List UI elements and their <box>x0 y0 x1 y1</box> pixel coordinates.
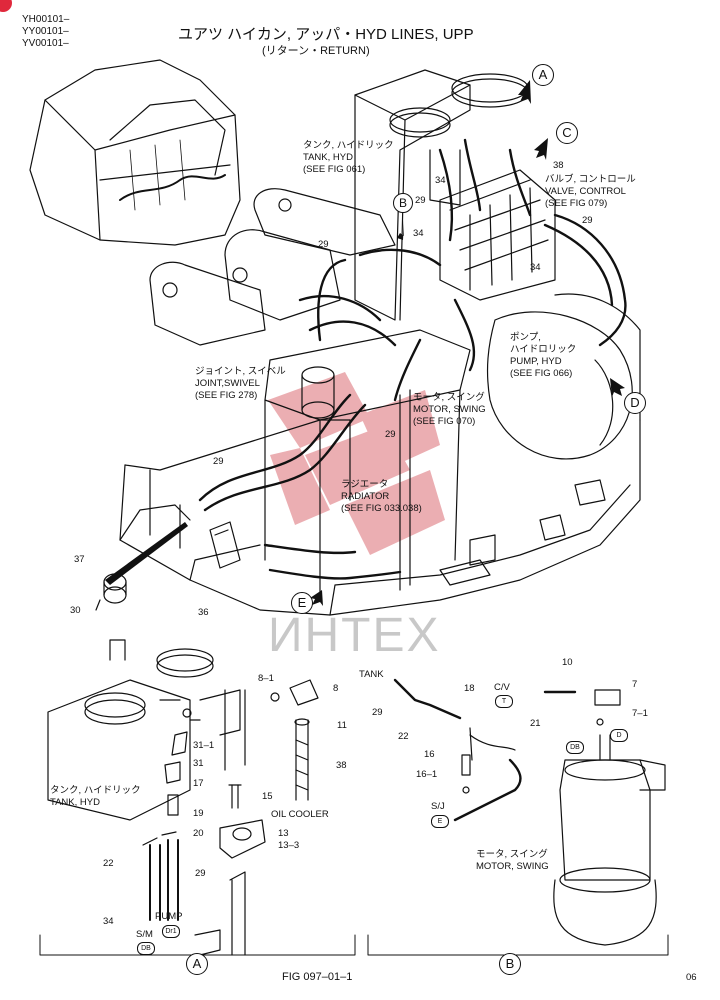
detail-b-part-21: 21 <box>530 718 541 729</box>
detail-a-oil-cooler-label: OIL COOLER <box>271 809 329 820</box>
callout-arrows-main <box>105 80 625 606</box>
detail-a-part-31: 31 <box>193 758 204 769</box>
detail-b-part-7: 7 <box>632 679 638 690</box>
detail-a-sm-code: DB <box>137 942 155 955</box>
detail-a-pump-label: PUMP <box>155 911 183 922</box>
corner-mark-icon <box>0 0 12 12</box>
caption-motor-ref: (SEE FIG 070) <box>413 416 476 427</box>
part-num-34-main-a: 34 <box>435 175 446 186</box>
caption-valve-jp: バルブ, コントロール <box>545 174 636 185</box>
caption-tank-hyd-en: TANK, HYD <box>303 152 353 163</box>
detail-a-part-13: 13 <box>278 828 289 839</box>
caption-motor-jp: モータ, スイング <box>413 392 485 403</box>
part-num-36-main: 36 <box>198 607 209 618</box>
view-callout-c: C <box>556 122 578 144</box>
caption-joint-ref: (SEE FIG 278) <box>195 390 258 401</box>
detail-b-motor-view <box>393 678 666 946</box>
detail-a-part-15: 15 <box>262 791 273 802</box>
detail-frame-right <box>367 934 669 956</box>
detail-a-callout: A <box>186 953 208 975</box>
caption-valve-ref: (SEE FIG 079) <box>545 198 608 209</box>
part-num-38-main: 38 <box>553 160 564 171</box>
detail-b-motor-jp: モータ, スイング <box>476 849 548 860</box>
detail-b-part-16: 16 <box>424 749 435 760</box>
serial-range-2: YY00101– <box>22 26 69 37</box>
detail-b-part-7-1: 7–1 <box>632 708 648 719</box>
detail-a-pump-code: Dr1 <box>162 925 180 938</box>
view-callout-e: E <box>291 592 313 614</box>
caption-valve-en: VALVE, CONTROL <box>545 186 626 197</box>
hydraulic-hoses-main <box>198 138 627 580</box>
watermark-text: ИНТЕХ <box>268 609 441 662</box>
detail-a-part-29: 29 <box>195 868 206 879</box>
detail-a-part-34: 34 <box>103 916 114 927</box>
detail-b-e-code: E <box>431 815 449 828</box>
detail-b-part-10: 10 <box>562 657 573 668</box>
detail-b-part-29: 29 <box>372 707 383 718</box>
detail-b-tank-label: TANK <box>359 669 384 680</box>
view-callout-a: A <box>532 64 554 86</box>
detail-a-part-20: 20 <box>193 828 204 839</box>
detail-b-cv-code: T <box>495 695 513 708</box>
part-num-30-main: 30 <box>70 605 81 616</box>
detail-a-part-19: 19 <box>193 808 204 819</box>
detail-a-part-17: 17 <box>193 778 204 789</box>
detail-a-part-38: 38 <box>336 760 347 771</box>
serial-range-1: YH00101– <box>22 14 70 25</box>
detail-b-d-code: D <box>610 729 628 742</box>
page-subtitle: (リターン・RETURN) <box>262 45 370 57</box>
detail-a-part-8-1: 8–1 <box>258 673 274 684</box>
caption-pump-en: PUMP, HYD <box>510 356 562 367</box>
part-num-29-main-e: 29 <box>213 456 224 467</box>
upper-structure-main-view <box>119 69 641 616</box>
detail-b-part-16-1: 16–1 <box>416 769 438 780</box>
caption-tank-hyd-ref: (SEE FIG 061) <box>303 164 366 175</box>
caption-pump-jp-1: ポンプ, <box>510 332 541 343</box>
detail-a-part-11: 11 <box>337 720 347 731</box>
part-num-29-main-c: 29 <box>318 239 329 250</box>
detail-a-part-22: 22 <box>103 858 114 869</box>
detail-b-part-18: 18 <box>464 683 475 694</box>
swivel-fitting-37 <box>95 573 127 611</box>
caption-radiator-jp: ラジエータ <box>341 479 389 490</box>
part-num-34-main-b: 34 <box>413 228 424 239</box>
detail-frame-left <box>39 934 356 956</box>
part-num-29-main-a: 29 <box>415 195 426 206</box>
detail-a-tank-jp: タンク, ハイドリック <box>50 785 141 796</box>
serial-range-3: YV00101– <box>22 38 69 49</box>
page-number: 06 <box>686 972 697 983</box>
figure-number: FIG 097–01–1 <box>282 971 353 983</box>
detail-b-callout: B <box>499 953 521 975</box>
part-num-29-main-d: 29 <box>385 429 396 440</box>
detail-b-sj-label: S/J <box>431 801 445 812</box>
view-callout-d: D <box>624 392 646 414</box>
part-num-29-main-b: 29 <box>582 215 593 226</box>
caption-radiator-en: RADIATOR <box>341 491 390 502</box>
caption-motor-en: MOTOR, SWING <box>413 404 486 415</box>
detail-a-sm-label: S/M <box>136 929 153 940</box>
detail-b-cv-label: C/V <box>494 682 510 693</box>
detail-b-part-22: 22 <box>398 731 409 742</box>
caption-joint-jp: ジョイント, スイベル <box>195 366 286 377</box>
detail-b-db-code: DB <box>566 741 584 754</box>
detail-a-tank-view <box>47 639 319 956</box>
part-num-37-main: 37 <box>74 554 85 565</box>
view-callout-b: B <box>393 193 413 213</box>
clamp-36 <box>209 521 241 569</box>
detail-b-motor-en: MOTOR, SWING <box>476 861 549 872</box>
detail-a-tank-en: TANK, HYD <box>50 797 100 808</box>
page-title: ユアツ ハイカン, アッパ・HYD LINES, UPP <box>178 26 474 43</box>
caption-pump-ref: (SEE FIG 066) <box>510 368 573 379</box>
detail-a-part-31-1: 31–1 <box>193 740 215 751</box>
caption-joint-en: JOINT,SWIVEL <box>195 378 260 389</box>
detail-a-part-8: 8 <box>333 683 339 694</box>
caption-radiator-ref: (SEE FIG 033.038) <box>341 503 422 514</box>
caption-pump-jp-2: ハイドロリック <box>510 344 577 355</box>
part-num-34-main-c: 34 <box>530 262 541 273</box>
machine-overview-inset <box>29 59 241 246</box>
detail-a-part-13-3: 13–3 <box>278 840 300 851</box>
caption-tank-hyd-jp: タンク, ハイドリック <box>303 140 394 151</box>
